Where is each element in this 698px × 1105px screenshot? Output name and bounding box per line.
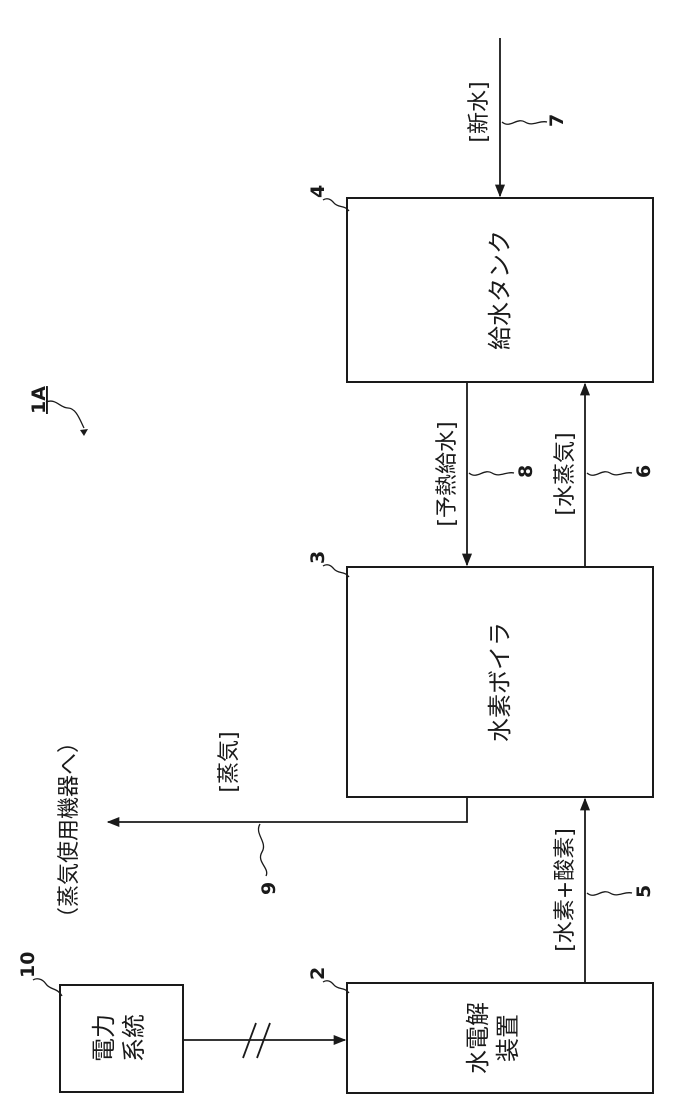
ref-7: 7 xyxy=(546,114,568,127)
steam-return-flow-label: [水蒸気] xyxy=(553,432,578,515)
power-grid-label-1: 電力 xyxy=(90,1014,118,1062)
leader-1A-arrowhead xyxy=(80,429,88,436)
ref-4: 4 xyxy=(307,185,329,198)
leader-3 xyxy=(323,565,349,577)
fresh-water-flow-label: [新水] xyxy=(467,81,492,142)
power-grid-label-2: 系統 xyxy=(120,1014,148,1062)
leader-4 xyxy=(323,199,349,211)
leader-6 xyxy=(587,472,632,476)
preheated-feed-flow-label: [予熱給水] xyxy=(435,421,460,526)
electrolyzer-label-2: 装置 xyxy=(494,1014,522,1062)
leader-9 xyxy=(258,824,266,876)
ref-3: 3 xyxy=(307,551,329,564)
hydrogen-boiler-label: 水素ボイラ xyxy=(486,622,514,742)
leader-7 xyxy=(502,121,547,125)
ref-9: 9 xyxy=(258,882,280,895)
h2-o2-flow-label: [水素+酸素] xyxy=(553,828,578,952)
steam-out-flow-line xyxy=(108,797,467,822)
electrolyzer-label-1: 水電解 xyxy=(464,1002,492,1074)
ref-6: 6 xyxy=(633,465,655,478)
ref-2: 2 xyxy=(307,967,329,980)
leader-1A xyxy=(46,401,84,428)
leader-5 xyxy=(587,892,632,896)
leader-10 xyxy=(33,979,62,996)
feed-tank-label: 給水タンク xyxy=(486,230,514,350)
leader-8 xyxy=(469,472,514,476)
steam-out-flow-label: [蒸気] xyxy=(217,731,242,792)
leader-2 xyxy=(323,981,349,993)
system-label-1A: 1A xyxy=(28,386,50,414)
ref-10: 10 xyxy=(17,952,39,978)
ref-8: 8 xyxy=(515,465,537,478)
ref-5: 5 xyxy=(633,885,655,898)
destination-label: （蒸気使用機器へ） xyxy=(57,731,82,929)
